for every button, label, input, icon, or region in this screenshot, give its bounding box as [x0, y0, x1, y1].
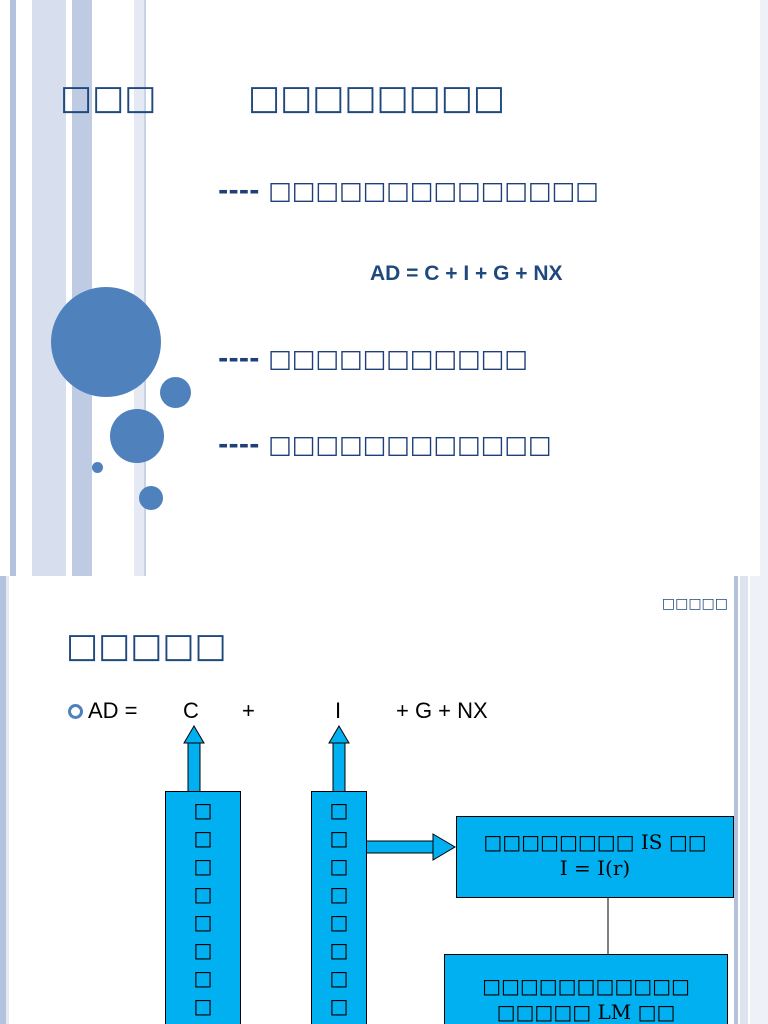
eq-plus: +	[242, 698, 255, 723]
section-label: □□□	[60, 78, 157, 118]
eq-i: I	[335, 698, 342, 723]
investment-box: □ □ □ □ □ □ □ □ □	[311, 791, 367, 1024]
decor-circle	[139, 486, 163, 510]
decor-stripe	[10, 0, 16, 576]
decor-stripe-right	[740, 576, 748, 1024]
decor-stripe	[32, 0, 66, 576]
investment-box-char: □	[329, 798, 349, 822]
consumption-box-char: □	[193, 854, 213, 878]
slide-title: □□□□□□□□	[248, 78, 505, 118]
arrow-up-i-shaft	[332, 741, 346, 793]
decor-stripe	[66, 0, 72, 576]
decor-circle	[160, 377, 191, 408]
consumption-box-char: □	[193, 826, 213, 850]
consumption-box: □ □ □ □ □ □ □ □ □	[165, 791, 241, 1024]
is-box-line-1: □□□□□□□□ IS □□	[483, 830, 707, 854]
investment-box-char: □	[329, 854, 349, 878]
slide-1: □□□ □□□□□□□□ ---- □□□□□□□□□□□□□□ AD = C …	[0, 0, 768, 576]
eq-ad: AD =	[88, 698, 138, 723]
decor-stripe	[16, 0, 32, 576]
decor-stripe	[0, 0, 10, 576]
arrow-right-shaft	[365, 840, 435, 854]
bullet-line-3: ---- □□□□□□□□□□□□	[218, 430, 552, 459]
decor-stripe	[134, 0, 144, 576]
decor-stripe-right	[760, 0, 768, 576]
investment-box-char: □	[329, 938, 349, 962]
lm-box-line-1: □□□□□□□□□□□	[482, 974, 690, 998]
consumption-box-char: □	[194, 1020, 213, 1024]
decor-stripe-right	[734, 576, 738, 1024]
decor-stripe	[0, 576, 6, 1024]
slide-2: □□□□□ □□□□□ AD = C + I + G + NX □ □ □ □ …	[0, 576, 768, 1024]
arrow-up-c-shaft	[187, 741, 201, 793]
investment-box-char: □	[329, 966, 349, 990]
ad-formula: AD = C + I + G + NX	[370, 262, 563, 285]
consumption-box-char: □	[193, 938, 213, 962]
investment-box-char: □	[329, 826, 349, 850]
decor-stripe	[72, 0, 92, 576]
slide-title: □□□□□	[66, 626, 227, 666]
lm-box-line-2: □□□□□ LM □□	[496, 1000, 676, 1024]
investment-box-char: □	[329, 882, 349, 906]
corner-label: □□□□□	[661, 596, 728, 612]
consumption-box-char: □	[193, 966, 213, 990]
decor-stripe	[6, 576, 9, 1024]
arrow-up-i-head	[328, 725, 350, 744]
decor-circle	[110, 409, 164, 463]
investment-box-char: □	[330, 1020, 349, 1024]
is-curve-box: □□□□□□□□ IS □□ I = I(r)	[456, 816, 734, 898]
arrow-up-c-head	[183, 725, 205, 744]
decor-circle-large	[51, 287, 161, 397]
is-box-line-2: I = I(r)	[559, 856, 631, 880]
investment-box-char: □	[329, 910, 349, 934]
consumption-box-char: □	[193, 882, 213, 906]
arrow-right-head	[432, 833, 456, 861]
investment-box-char: □	[329, 994, 349, 1018]
decor-stripe-right	[750, 576, 768, 1024]
eq-rest: + G + NX	[396, 698, 488, 723]
eq-c: C	[183, 698, 199, 723]
decor-stripe	[144, 0, 146, 576]
decor-circle-tiny	[92, 462, 103, 473]
consumption-box-char: □	[193, 798, 213, 822]
bullet-icon	[68, 704, 83, 719]
bullet-line-1: ---- □□□□□□□□□□□□□□	[218, 176, 599, 205]
consumption-box-char: □	[193, 994, 213, 1018]
consumption-box-char: □	[193, 910, 213, 934]
bullet-line-2: ---- □□□□□□□□□□□	[218, 344, 529, 373]
lm-curve-box: □□□□□□□□□□□ □□□□□ LM □□	[444, 954, 728, 1024]
